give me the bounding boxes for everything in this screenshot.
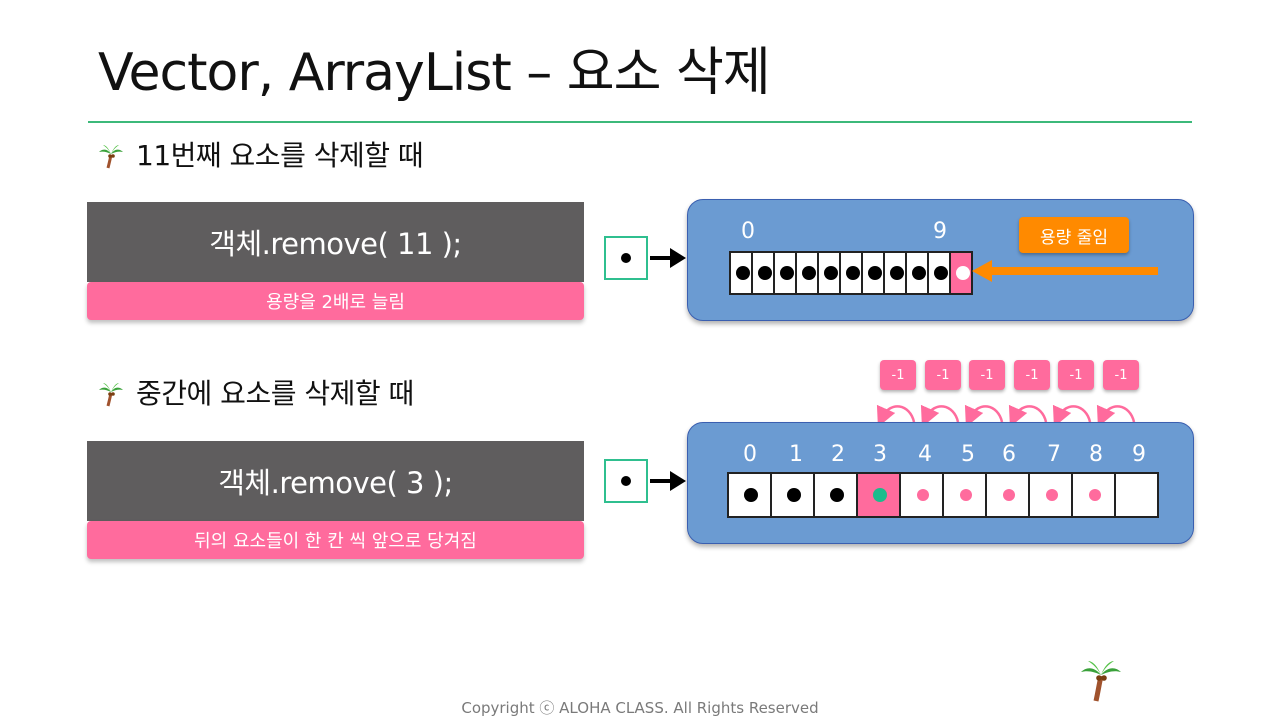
pointer-arrow-line <box>650 256 672 260</box>
shift-arrow <box>1096 404 1136 428</box>
shrink-arrow-head <box>972 260 992 282</box>
empty-cell <box>1114 472 1159 518</box>
index-label: 4 <box>918 442 932 467</box>
removed-element-dot <box>956 266 970 280</box>
pointer-arrow-line <box>650 479 672 483</box>
code-snippet-2: 객체.remove( 3 ); <box>87 441 584 521</box>
copyright-footer: Copyright ⓒ ALOHA CLASS. All Rights Rese… <box>461 699 819 717</box>
element-dot <box>758 266 772 280</box>
index-label: 9 <box>933 219 947 244</box>
slide-title: Vector, ArrayList – 요소 삭제 <box>98 43 771 103</box>
element-dot <box>802 266 816 280</box>
section-heading-2: 중간에 요소를 삭제할 때 <box>98 376 414 412</box>
index-label: 7 <box>1047 442 1061 467</box>
palm-tree-icon <box>99 145 123 169</box>
shift-arrow <box>920 404 960 428</box>
palm-tree-icon <box>1081 661 1121 702</box>
shifted-element-dot <box>1046 489 1058 501</box>
element-dot <box>736 266 750 280</box>
shift-arrow <box>876 404 916 428</box>
index-label: 8 <box>1089 442 1103 467</box>
index-label: 1 <box>789 442 803 467</box>
element-dot <box>846 266 860 280</box>
shift-badge: -1 <box>1014 360 1050 390</box>
shift-arrow <box>964 404 1004 428</box>
element-dot <box>780 266 794 280</box>
index-label: 9 <box>1132 442 1146 467</box>
array-cells-1 <box>729 251 973 295</box>
array-panel-1: 0 9 용량 줄임 <box>687 199 1194 321</box>
shifted-element-dot <box>917 489 929 501</box>
note-bar-1: 용량을 2배로 늘림 <box>87 282 584 320</box>
code-snippet-1: 객체.remove( 11 ); <box>87 202 584 282</box>
shift-arrow <box>1052 404 1092 428</box>
element-dot <box>787 488 801 502</box>
capacity-shrink-badge: 용량 줄임 <box>1019 217 1129 253</box>
note-bar-2: 뒤의 요소들이 한 칸 씩 앞으로 당겨짐 <box>87 521 584 559</box>
reference-dot <box>621 476 631 486</box>
element-dot <box>912 266 926 280</box>
shift-badge: -1 <box>1103 360 1139 390</box>
index-label: 3 <box>873 442 887 467</box>
element-dot <box>824 266 838 280</box>
shift-badge: -1 <box>1058 360 1094 390</box>
element-dot <box>934 266 948 280</box>
shifted-element-dot <box>960 489 972 501</box>
shifted-element-dot <box>1003 489 1015 501</box>
reference-box <box>604 459 648 503</box>
reference-dot <box>621 253 631 263</box>
shift-badge: -1 <box>969 360 1005 390</box>
element-dot <box>744 488 758 502</box>
index-label: 2 <box>831 442 845 467</box>
element-dot <box>830 488 844 502</box>
element-dot <box>890 266 904 280</box>
shrink-arrow-line <box>990 267 1158 275</box>
index-label: 6 <box>1002 442 1016 467</box>
index-label: 0 <box>743 442 757 467</box>
pointer-arrow-head <box>670 248 686 268</box>
index-label: 0 <box>741 219 755 244</box>
section-heading-1: 11번째 요소를 삭제할 때 <box>98 138 424 174</box>
shifted-element-dot <box>1089 489 1101 501</box>
pointer-arrow-head <box>670 471 686 491</box>
array-panel-2: 0 1 2 3 4 5 6 7 8 9 <box>687 422 1194 544</box>
shift-arrow <box>1008 404 1048 428</box>
shift-badge: -1 <box>925 360 961 390</box>
index-label: 5 <box>961 442 975 467</box>
element-dot <box>868 266 882 280</box>
array-cell <box>899 472 944 518</box>
palm-tree-icon <box>99 383 123 407</box>
array-cells-2 <box>727 472 1159 518</box>
section-heading-text: 11번째 요소를 삭제할 때 <box>136 139 424 172</box>
array-cell <box>770 472 815 518</box>
reference-box <box>604 236 648 280</box>
shift-badge: -1 <box>880 360 916 390</box>
title-divider <box>88 121 1192 123</box>
removed-element-dot <box>873 488 887 502</box>
section-heading-text: 중간에 요소를 삭제할 때 <box>136 377 414 410</box>
